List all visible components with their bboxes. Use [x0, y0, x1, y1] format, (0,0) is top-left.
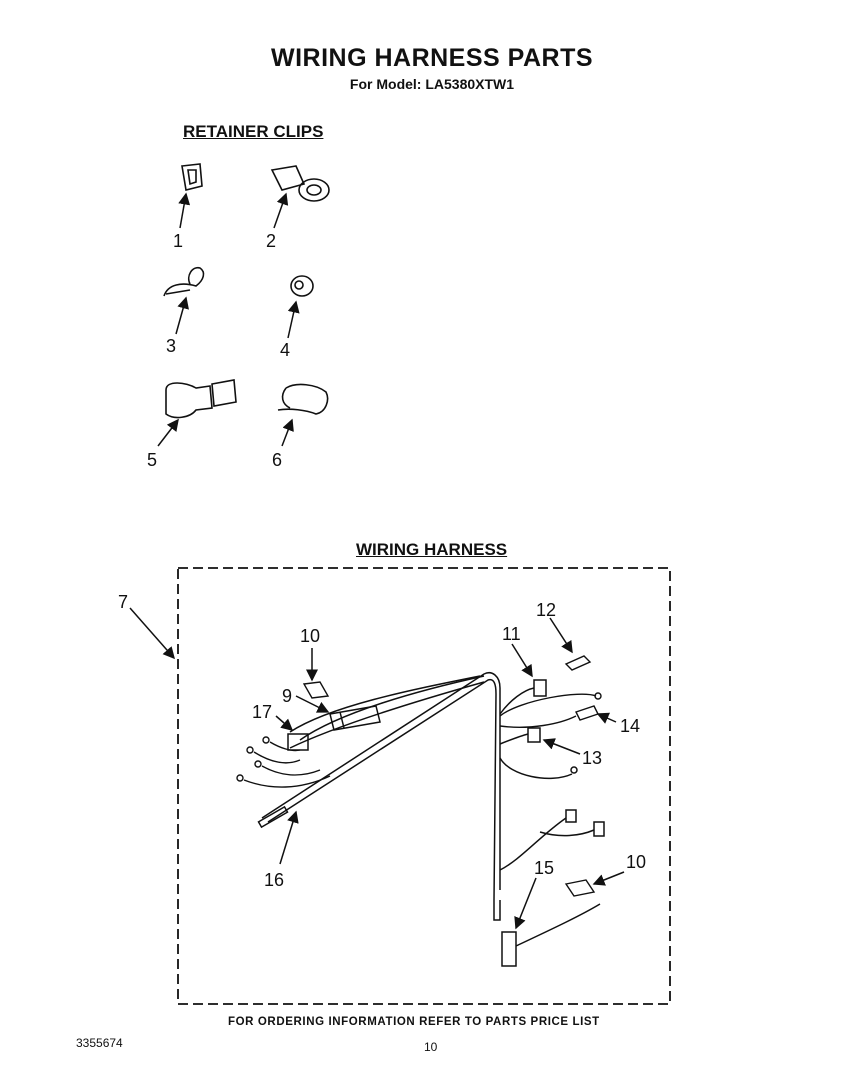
callout-2: 2 — [266, 231, 276, 251]
terminal-12 — [564, 655, 592, 671]
callout-11: 11 — [502, 624, 521, 644]
clip-6-drawing — [277, 383, 329, 415]
connector-11 — [499, 679, 547, 715]
right-connectors — [499, 809, 605, 871]
callout-5: 5 — [147, 450, 157, 470]
clip-4-drawing — [290, 275, 314, 297]
page-number: 10 — [424, 1040, 438, 1054]
callout-10-top: 10 — [300, 626, 320, 646]
document-number: 3355674 — [76, 1036, 123, 1050]
connector-17-leader — [275, 715, 294, 731]
harness-7-leader — [129, 607, 175, 660]
ordering-note: FOR ORDERING INFORMATION REFER TO PARTS … — [228, 1016, 600, 1028]
connector-15-leader — [514, 877, 537, 930]
callout-1: 1 — [173, 231, 183, 251]
terminal-12-leader — [549, 617, 573, 654]
callout-10-bottom: 10 — [626, 852, 646, 872]
callout-15: 15 — [534, 858, 554, 878]
clip-1-drawing — [181, 163, 203, 191]
model-subtitle: For Model: LA5380XTW1 — [349, 76, 515, 92]
clip-5-leader — [157, 418, 179, 447]
clip-3-leader — [175, 296, 189, 335]
clip-1-leader — [178, 192, 191, 229]
connector-13-leader — [542, 738, 581, 755]
callout-13: 13 — [582, 748, 602, 768]
connector-11-leader — [511, 643, 533, 678]
connector-13 — [499, 727, 578, 780]
connector-9-leader — [295, 695, 330, 713]
clip-5-drawing — [165, 379, 237, 419]
clip-2-leader — [273, 192, 289, 229]
page-title: WIRING HARNESS PARTS — [270, 44, 594, 72]
rod-16-leader — [279, 810, 299, 865]
callout-4: 4 — [280, 340, 290, 360]
ring-terminals-left — [236, 736, 331, 788]
connector-15 — [501, 903, 601, 967]
terminal-10-bottom — [564, 879, 596, 897]
clip-2-drawing — [270, 165, 330, 202]
terminal-10-bottom-leader — [592, 871, 625, 886]
callout-17: 17 — [252, 702, 272, 722]
terminal-14-leader — [596, 712, 617, 724]
callout-3: 3 — [166, 336, 176, 356]
callout-6: 6 — [272, 450, 282, 470]
harness-frame — [177, 567, 671, 1005]
callout-7: 7 — [118, 592, 128, 612]
harness-bundle — [261, 672, 501, 921]
clip-6-leader — [281, 418, 294, 447]
callout-12: 12 — [536, 600, 556, 620]
wiring-harness-heading: WIRING HARNESS — [356, 540, 508, 559]
terminal-10-top — [302, 681, 330, 699]
callout-14: 14 — [620, 716, 640, 736]
harness-end-rod — [257, 805, 289, 829]
retainer-clips-heading: RETAINER CLIPS — [183, 122, 324, 141]
callout-16: 16 — [264, 870, 284, 890]
clip-3-drawing — [163, 266, 205, 297]
connector-9 — [329, 705, 381, 731]
callout-9: 9 — [282, 686, 292, 706]
clip-4-leader — [287, 300, 300, 339]
